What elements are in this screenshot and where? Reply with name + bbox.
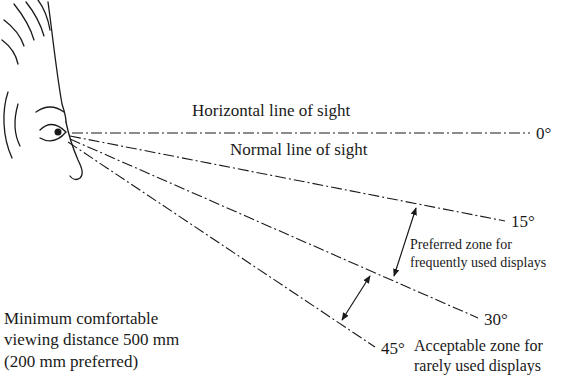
pupil bbox=[55, 129, 62, 136]
angle-label: 15° bbox=[511, 211, 535, 232]
sight-line-15 bbox=[70, 136, 505, 221]
note-label: Minimum comfortable viewing distance 500… bbox=[4, 308, 194, 372]
zone-arrow bbox=[342, 276, 370, 320]
angle-label: 30° bbox=[484, 309, 508, 330]
head-profile bbox=[2, 0, 82, 179]
line-label: Horizontal line of sight bbox=[192, 100, 350, 121]
angle-label: 0° bbox=[536, 123, 551, 144]
horizontal-sight-line bbox=[72, 132, 530, 133]
line-label: Normal line of sight bbox=[230, 139, 367, 160]
angle-label: 45° bbox=[381, 338, 405, 359]
sight-line-30 bbox=[70, 139, 478, 318]
zone-label: Acceptable zone for rarely used displays bbox=[414, 336, 564, 376]
zone-label: Preferred zone for frequently used displ… bbox=[410, 236, 570, 271]
